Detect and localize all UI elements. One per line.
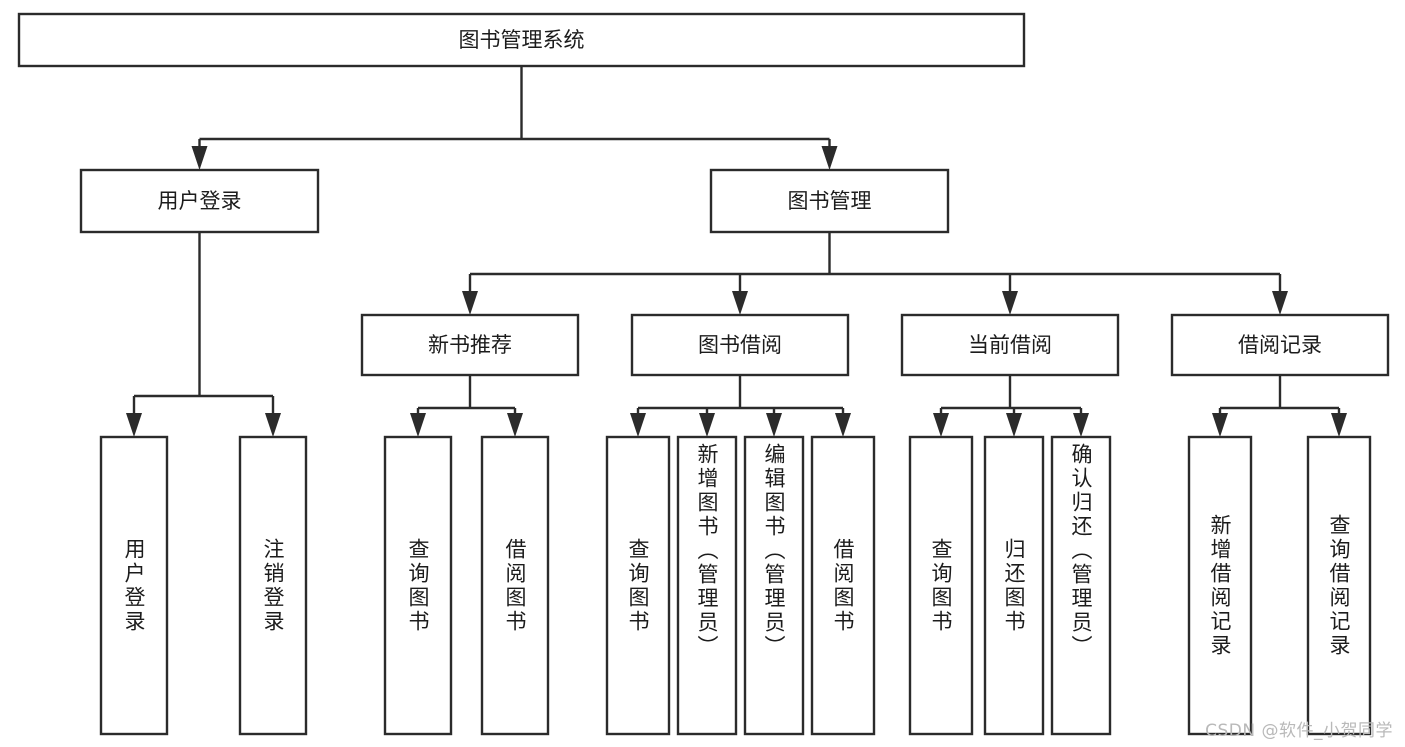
leaf-rec-borrow-rect[interactable] xyxy=(480,435,550,736)
node-book-borrow-label: 图书借阅 xyxy=(698,333,782,357)
node-new-book-rec[interactable]: 新书推荐 xyxy=(360,313,580,377)
node-book-manage-rect[interactable] xyxy=(709,168,950,234)
arrow-to-leaf-rec-borrow xyxy=(507,413,523,437)
connector-group-borrow-record-to-leaves xyxy=(1212,375,1347,437)
connector-group-book-borrow-to-leaves xyxy=(630,375,851,437)
node-book-borrow[interactable]: 图书借阅 xyxy=(630,313,850,377)
node-book-manage[interactable]: 图书管理 xyxy=(709,168,950,234)
node-root[interactable]: 图书管理系统 xyxy=(17,12,1026,68)
node-book-borrow-rect[interactable] xyxy=(630,313,850,377)
leaf-cur-query-rect[interactable] xyxy=(908,435,974,736)
leaf-rec-add-rect[interactable] xyxy=(1187,435,1253,736)
node-new-book-rec-label: 新书推荐 xyxy=(428,333,512,357)
leaf-borrow-edit-rect[interactable] xyxy=(743,435,805,736)
leaf-user-logout-rect[interactable] xyxy=(238,435,308,736)
node-current-borrow-rect[interactable] xyxy=(900,313,1120,377)
arrow-to-leaf-borrow-edit xyxy=(766,413,782,437)
node-user-login-rect[interactable] xyxy=(79,168,320,234)
arrow-to-leaf-cur-confirm xyxy=(1073,413,1089,437)
node-current-borrow[interactable]: 当前借阅 xyxy=(900,313,1120,377)
arrow-to-new-book-rec xyxy=(462,291,478,315)
node-user-login-label: 用户登录 xyxy=(158,189,242,213)
arrow-to-leaf-borrow-add xyxy=(699,413,715,437)
csdn-watermark: CSDN @软件_小贺同学 xyxy=(1205,721,1393,741)
leaf-user-login-rect[interactable] xyxy=(99,435,169,736)
leaf-rec-search-rect[interactable] xyxy=(1306,435,1372,736)
node-borrow-record-rect[interactable] xyxy=(1170,313,1390,377)
node-borrow-record-label: 借阅记录 xyxy=(1238,333,1322,357)
arrow-to-book-manage xyxy=(821,146,838,170)
arrow-to-leaf-borrow-query xyxy=(630,413,646,437)
arrow-to-leaf-cur-query xyxy=(933,413,949,437)
node-borrow-record[interactable]: 借阅记录 xyxy=(1170,313,1390,377)
node-root-rect[interactable] xyxy=(17,12,1026,68)
node-book-manage-label: 图书管理 xyxy=(788,189,872,213)
arrow-to-leaf-rec-query xyxy=(410,413,426,437)
arrow-to-user-login xyxy=(191,146,208,170)
leaf-borrow-query-rect[interactable] xyxy=(605,435,671,736)
arrow-to-leaf-rec-search xyxy=(1331,413,1347,437)
node-current-borrow-label: 当前借阅 xyxy=(968,333,1052,357)
node-new-book-rec-rect[interactable] xyxy=(360,313,580,377)
arrow-to-book-borrow xyxy=(732,291,748,315)
leaf-borrow-add-rect[interactable] xyxy=(676,435,738,736)
arrow-to-current-borrow xyxy=(1002,291,1018,315)
leaf-cur-confirm-rect[interactable] xyxy=(1050,435,1112,736)
arrow-to-leaf-rec-add xyxy=(1212,413,1228,437)
connector-group-root-to-level2 xyxy=(191,66,838,170)
node-user-login[interactable]: 用户登录 xyxy=(79,168,320,234)
leaf-rec-query-rect[interactable] xyxy=(383,435,453,736)
arrow-to-leaf-user-logout xyxy=(265,413,281,437)
connector-group-book-manage-to-level3 xyxy=(462,232,1288,315)
node-root-label: 图书管理系统 xyxy=(459,28,585,52)
connector-group-current-borrow-to-leaves xyxy=(933,375,1089,437)
connector-group-new-book-rec-to-leaves xyxy=(410,375,523,437)
leaf-boxes xyxy=(99,435,1372,736)
arrow-to-leaf-cur-return xyxy=(1006,413,1022,437)
connector-group-user-login-to-leaves xyxy=(126,232,281,437)
arrow-to-leaf-user-login xyxy=(126,413,142,437)
arrow-to-leaf-borrow-do xyxy=(835,413,851,437)
leaf-cur-return-rect[interactable] xyxy=(983,435,1045,736)
arrow-to-borrow-record xyxy=(1272,291,1288,315)
leaf-borrow-do-rect[interactable] xyxy=(810,435,876,736)
